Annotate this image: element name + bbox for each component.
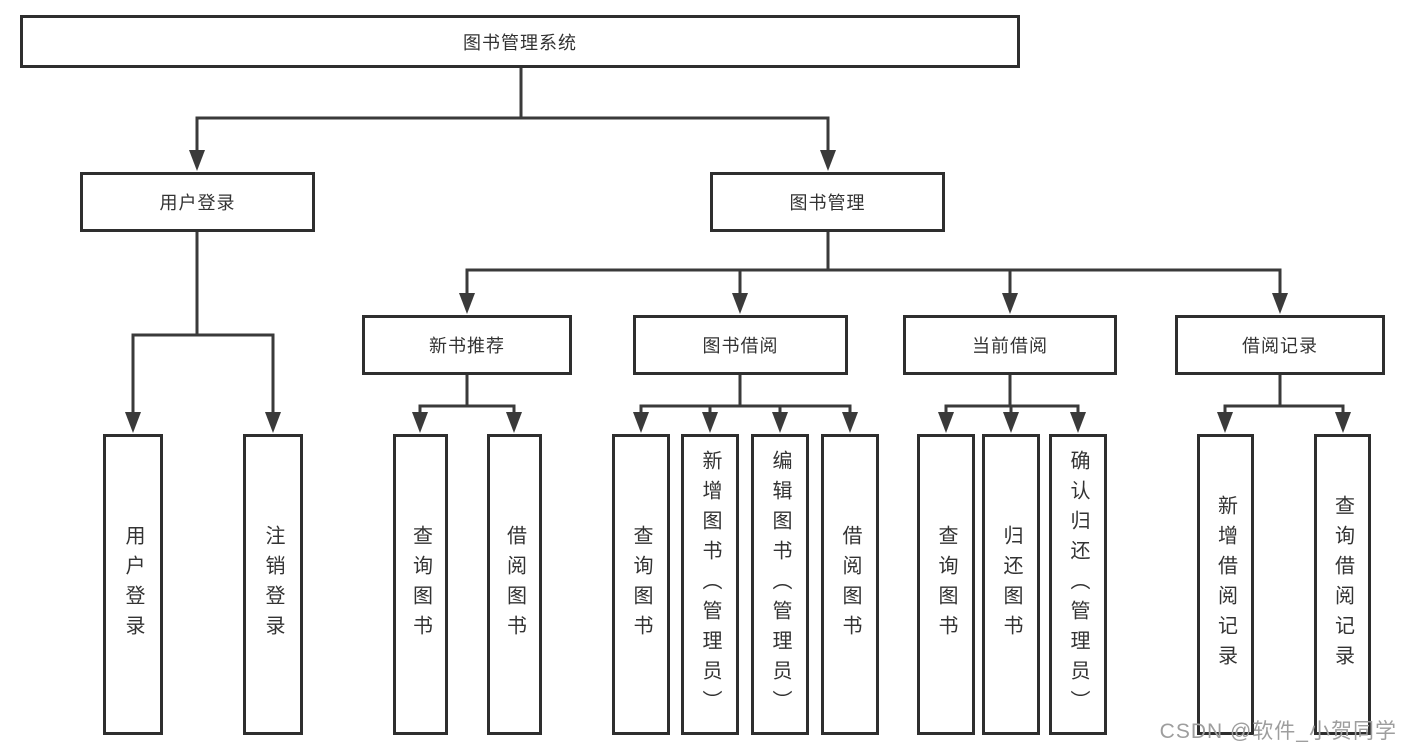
leaf-label: 注销登录 bbox=[262, 524, 284, 645]
leaf-label: 编辑图书（管理员） bbox=[769, 449, 791, 720]
leaf-query-books: 查询图书 bbox=[917, 434, 975, 735]
leaf-label: 查询图书 bbox=[935, 524, 957, 645]
leaf-add-books-admin: 新增图书（管理员） bbox=[681, 434, 739, 735]
node-book-management: 图书管理 bbox=[710, 172, 945, 232]
leaf-label: 新增图书（管理员） bbox=[699, 449, 721, 720]
leaf-user-login: 用户登录 bbox=[103, 434, 163, 735]
leaf-borrow-books: 借阅图书 bbox=[487, 434, 542, 735]
leaf-query-borrow-record: 查询借阅记录 bbox=[1314, 434, 1371, 735]
leaf-add-borrow-record: 新增借阅记录 bbox=[1197, 434, 1254, 735]
node-book-borrowing: 图书借阅 bbox=[633, 315, 848, 375]
leaf-confirm-return-admin: 确认归还（管理员） bbox=[1049, 434, 1107, 735]
leaf-label: 查询图书 bbox=[630, 524, 652, 645]
leaf-label: 归还图书 bbox=[1000, 524, 1022, 645]
leaf-label: 确认归还（管理员） bbox=[1067, 449, 1089, 720]
leaf-label: 新增借阅记录 bbox=[1214, 494, 1237, 675]
leaf-query-books: 查询图书 bbox=[612, 434, 670, 735]
node-user-login: 用户登录 bbox=[80, 172, 315, 232]
leaf-edit-books-admin: 编辑图书（管理员） bbox=[751, 434, 809, 735]
node-new-book-recommendation: 新书推荐 bbox=[362, 315, 572, 375]
leaf-query-books: 查询图书 bbox=[393, 434, 448, 735]
leaf-label: 查询借阅记录 bbox=[1331, 494, 1354, 675]
node-library-management-system: 图书管理系统 bbox=[20, 15, 1020, 68]
leaf-logout: 注销登录 bbox=[243, 434, 303, 735]
leaf-label: 借阅图书 bbox=[503, 524, 526, 645]
node-borrowing-records: 借阅记录 bbox=[1175, 315, 1385, 375]
leaf-label: 借阅图书 bbox=[839, 524, 861, 645]
leaf-borrow-books: 借阅图书 bbox=[821, 434, 879, 735]
node-current-borrowing: 当前借阅 bbox=[903, 315, 1117, 375]
leaf-label: 用户登录 bbox=[122, 524, 144, 645]
leaf-label: 查询图书 bbox=[409, 524, 432, 645]
leaf-return-books: 归还图书 bbox=[982, 434, 1040, 735]
